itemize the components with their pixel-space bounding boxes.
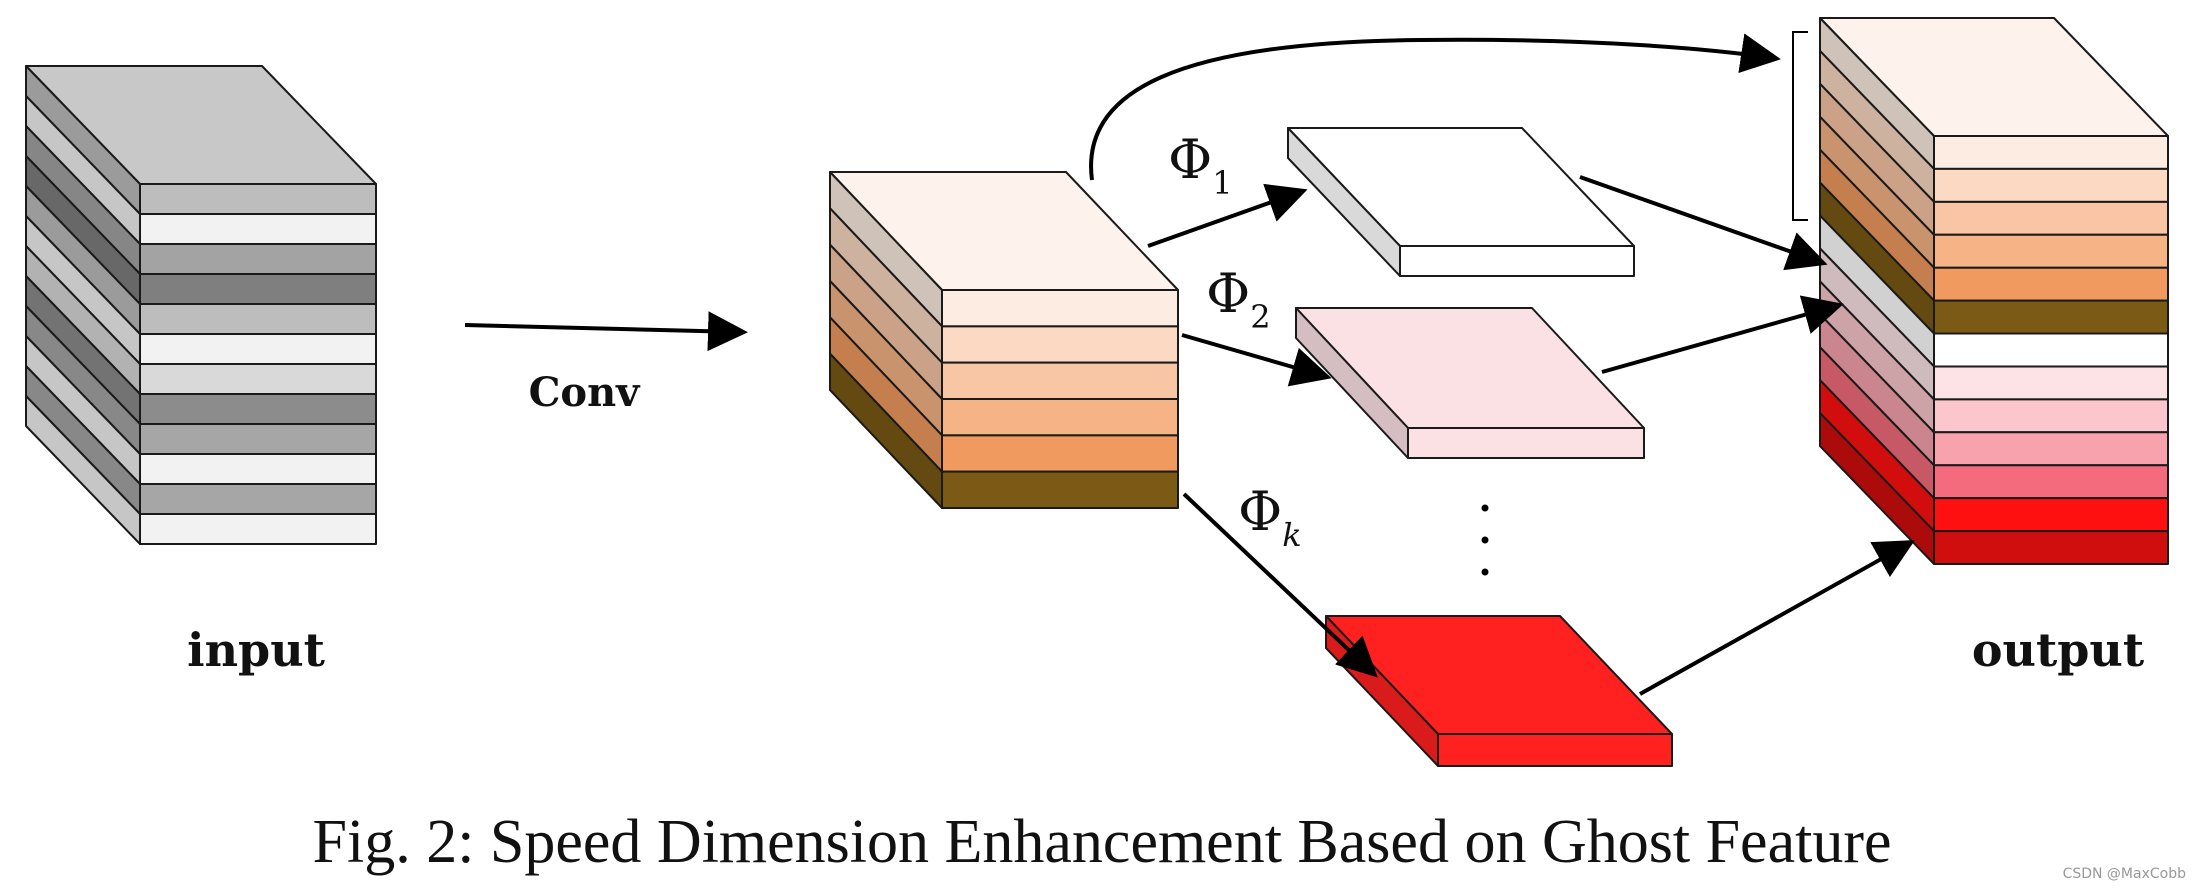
input-layer <box>139 213 377 245</box>
input-layer <box>139 333 377 365</box>
input-layer <box>139 303 377 335</box>
phik-arrow <box>1182 492 1378 678</box>
output-label: output <box>1972 623 2145 677</box>
ghost2-to-output-arrow <box>1601 295 1844 374</box>
ellipsis-dot <box>1481 536 1489 544</box>
figure-caption: Fig. 2: Speed Dimension Enhancement Base… <box>312 808 1891 876</box>
phi1-arrow <box>1147 183 1308 248</box>
ghost-map-k-front <box>1437 733 1673 767</box>
intrinsic-layer <box>941 434 1179 473</box>
identity-arrow <box>1089 33 1781 181</box>
ghost-feature-map-2 <box>1295 307 1645 459</box>
intrinsic-layer <box>941 470 1179 509</box>
input-layer <box>139 363 377 395</box>
output-layer <box>1933 332 2169 368</box>
output-layer <box>1933 167 2169 203</box>
input-layer <box>139 243 377 275</box>
intrinsic-layer <box>941 325 1179 364</box>
ellipsis-dot <box>1481 568 1489 576</box>
intrinsic-layer <box>941 361 1179 400</box>
output-layer <box>1933 266 2169 302</box>
conv-label: Conv <box>529 369 642 416</box>
input-feature-stack <box>25 65 377 545</box>
input-layer <box>139 183 377 215</box>
conv-arrow <box>464 311 748 352</box>
input-layer <box>139 513 377 545</box>
ghost-feature-map-k <box>1325 615 1673 767</box>
phi-2-label: Φ2 <box>1206 262 1271 336</box>
phi-k-label: Φk <box>1238 480 1302 554</box>
ghost-map-2-front <box>1407 427 1645 459</box>
phi2-arrow <box>1181 333 1332 387</box>
identity-bracket <box>1792 31 1808 221</box>
ghost1-to-output-arrow <box>1579 175 1828 271</box>
ghostk-to-output-arrow <box>1639 540 1915 696</box>
intrinsic-layer <box>941 398 1179 437</box>
output-layer <box>1933 135 2169 170</box>
input-layer <box>139 393 377 425</box>
output-layer <box>1933 299 2169 335</box>
output-layer <box>1933 233 2169 269</box>
output-feature-stack <box>1819 17 2169 565</box>
output-layer <box>1933 464 2169 500</box>
input-label: input <box>187 623 326 677</box>
input-layer <box>139 453 377 485</box>
intrinsic-feature-stack <box>829 171 1179 509</box>
output-layer <box>1933 200 2169 236</box>
output-layer <box>1933 365 2169 401</box>
input-layer <box>139 483 377 515</box>
phi-1-label: Φ1 <box>1168 128 1233 202</box>
input-layer <box>139 423 377 455</box>
intrinsic-layer <box>941 289 1179 328</box>
input-layer <box>139 273 377 305</box>
output-layer <box>1933 431 2169 467</box>
output-layer <box>1933 530 2169 565</box>
ellipsis-dot <box>1481 504 1489 512</box>
output-layer <box>1933 398 2169 434</box>
watermark: CSDN @MaxCobb <box>2063 866 2187 882</box>
ghost-feature-map-1 <box>1287 127 1635 277</box>
ghost-map-1-front <box>1399 245 1635 277</box>
output-layer <box>1933 497 2169 533</box>
